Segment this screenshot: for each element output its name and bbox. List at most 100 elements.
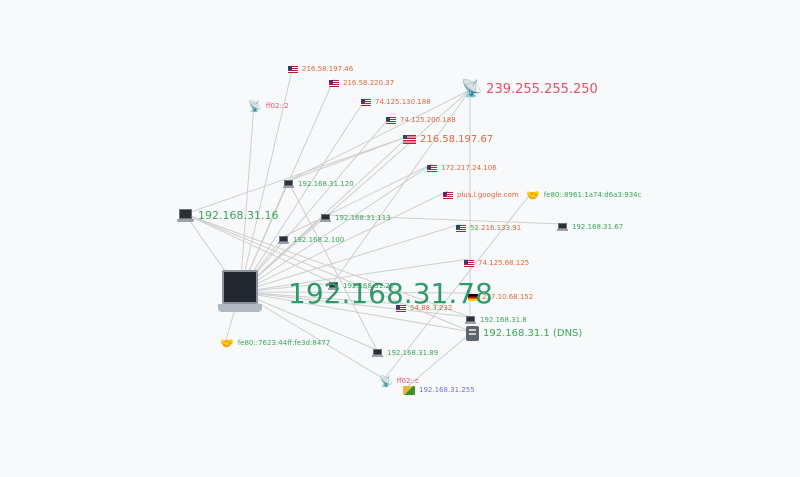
node-fe80-8961[interactable]: 🤝fe80::8961:1a74:d6a3:934c: [526, 187, 642, 203]
server-icon: [466, 326, 479, 341]
edge: [239, 89, 471, 293]
edge: [239, 291, 473, 294]
node-label: 192.168.2.100: [293, 236, 345, 244]
us-flag-icon: [403, 135, 416, 144]
laptop-icon: [283, 180, 294, 189]
handshake-icon: 🤝: [526, 189, 540, 202]
edge: [184, 213, 334, 284]
node-216-58-197-46[interactable]: 216.58.197.46: [288, 61, 353, 77]
laptop-icon: [465, 316, 476, 325]
center-node-label: 192.168.31.78: [288, 277, 493, 310]
us-flag-icon: [288, 66, 298, 73]
node-label: 52.216.133.91: [470, 224, 522, 232]
node-52-216-133-91[interactable]: 52.216.133.91: [456, 220, 521, 236]
node-ff02-2[interactable]: 📡ff02::2: [248, 98, 289, 114]
node-192-168-31-78-center[interactable]: 192.168.31.78: [218, 270, 493, 318]
us-flag-icon: [396, 305, 406, 312]
edge: [239, 291, 385, 380]
edge: [324, 214, 564, 225]
us-flag-icon: [443, 192, 453, 199]
edge: [282, 163, 433, 238]
node-label: 217.10.68.152: [482, 293, 534, 301]
edge: [239, 97, 367, 293]
node-fe80-7623[interactable]: 🤝fe80::7623:44ff:fe3d:8477: [220, 335, 330, 351]
handshake-icon: 🤝: [220, 337, 234, 350]
node-label: fe80::8961:1a74:d6a3:934c: [543, 191, 642, 199]
node-217-10-68-152[interactable]: 217.10.68.152: [468, 289, 533, 305]
edge: [184, 213, 473, 333]
node-label: 192.168.31.16: [198, 209, 279, 222]
node-192-168-31-16[interactable]: 192.168.31.16: [177, 207, 278, 223]
node-192-168-31-255[interactable]: 192.168.31.255: [403, 382, 475, 398]
node-239-255-255-250[interactable]: 📡239.255.255.250: [461, 81, 598, 98]
node-216-58-220-37[interactable]: 216.58.220.37: [329, 75, 394, 91]
node-label: 192.168.31.113: [335, 214, 391, 222]
edge: [239, 190, 449, 293]
laptop-icon: [177, 208, 194, 223]
node-192-168-31-113[interactable]: 192.168.31.113: [320, 210, 391, 226]
laptop-icon: [278, 236, 289, 245]
node-172-217-24-106[interactable]: 172.217.24.106: [427, 160, 497, 176]
node-label: ff02::c: [396, 377, 419, 385]
edge: [239, 291, 378, 351]
node-label: 216.58.197.67: [420, 133, 494, 145]
edge: [239, 291, 402, 305]
edge: [383, 191, 533, 380]
node-label: 74.125.130.188: [375, 98, 431, 106]
node-74-125-68-125[interactable]: 74.125.68.125: [464, 255, 529, 271]
laptop-icon: [320, 214, 331, 223]
us-flag-icon: [456, 225, 466, 232]
node-192-168-31-25[interactable]: 192.168.31.25: [328, 278, 394, 294]
node-label: fe80::7623:44ff:fe3d:8477: [237, 339, 331, 347]
us-flag-icon: [464, 260, 474, 267]
laptop-icon: [218, 270, 262, 318]
edge: [184, 135, 410, 215]
laptop-icon: [557, 223, 568, 232]
edge: [239, 291, 471, 318]
node-74-125-130-188[interactable]: 74.125.130.188: [361, 94, 431, 110]
edge: [287, 89, 471, 182]
edge: [407, 331, 473, 387]
us-flag-icon: [361, 99, 371, 106]
node-192-168-31-120[interactable]: 192.168.31.120: [283, 176, 354, 192]
edge: [287, 135, 410, 182]
us-flag-icon: [329, 80, 339, 87]
edge: [332, 89, 471, 284]
node-label: 74.125.200.188: [400, 116, 456, 124]
edge: [239, 65, 294, 293]
edge: [239, 115, 392, 293]
node-label: 216.58.197.46: [302, 65, 354, 73]
node-plus-l-google-com[interactable]: plus.l.google.com: [443, 187, 519, 203]
node-label: 192.168.31.1 (DNS): [483, 327, 583, 339]
node-label: plus.l.google.com: [457, 191, 519, 199]
laptop-icon: [372, 349, 383, 358]
node-54-88-3-232[interactable]: 54.88.3.232: [396, 300, 452, 316]
node-label: 172.217.24.106: [441, 164, 497, 172]
edge: [239, 103, 255, 293]
node-label: 74.125.68.125: [478, 259, 530, 267]
node-label: ff02::2: [265, 102, 289, 110]
broadcast-icon: [403, 386, 415, 395]
node-label: 216.58.220.37: [343, 79, 395, 87]
node-label: 239.255.255.250: [486, 82, 598, 97]
node-192-168-31-8[interactable]: 192.168.31.8: [465, 312, 527, 328]
satellite-dish-icon: 📡: [461, 79, 483, 99]
node-216-58-197-67[interactable]: 216.58.197.67: [403, 131, 493, 147]
node-192-168-31-67[interactable]: 192.168.31.67: [557, 219, 623, 235]
edge: [239, 291, 473, 333]
node-74-125-200-188[interactable]: 74.125.200.188: [386, 112, 456, 128]
us-flag-icon: [427, 165, 437, 172]
edge: [184, 213, 471, 318]
node-192-168-31-1-dns[interactable]: 192.168.31.1 (DNS): [466, 325, 582, 341]
node-192-168-2-100[interactable]: 192.168.2.100: [278, 232, 344, 248]
satellite-dish-icon: 📡: [248, 100, 262, 113]
edge: [239, 163, 433, 293]
laptop-icon: [328, 282, 339, 291]
node-192-168-31-89[interactable]: 192.168.31.89: [372, 345, 438, 361]
us-flag-icon: [386, 117, 396, 124]
node-label: 192.168.31.25: [343, 282, 395, 290]
node-label: 54.88.3.232: [410, 304, 453, 312]
node-ff02-c[interactable]: 📡ff02::c: [379, 373, 419, 389]
